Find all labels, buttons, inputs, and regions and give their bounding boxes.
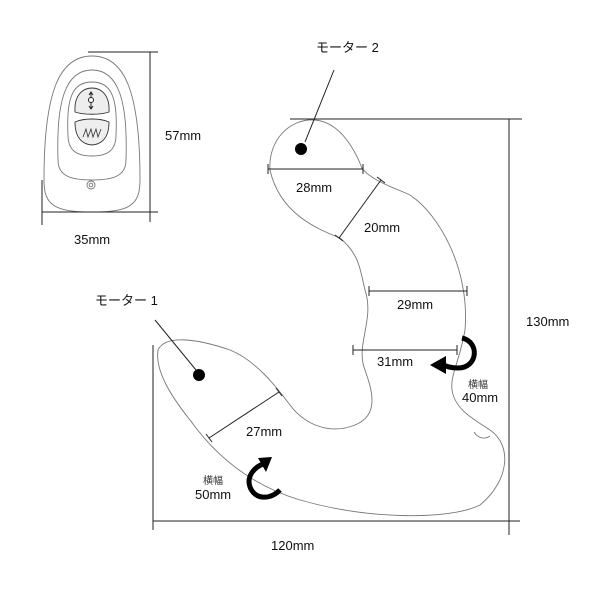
arrows-up-down-icon[interactable] [74,87,110,115]
power-button-icon[interactable] [86,180,96,190]
base-shaft-width-label: 31mm [377,354,413,369]
motor-1-label: モーター 1 [95,293,158,308]
remote-control [41,51,158,225]
overall-length-label: 120mm [271,538,314,553]
motor-2-dot [295,143,307,155]
rotation-lower-value: 50mm [195,487,231,502]
motor-2-label: モーター 2 [316,40,379,55]
head-width-label: 28mm [296,180,332,195]
shaft-width-label: 29mm [397,297,433,312]
lower-arm-width-label: 27mm [246,424,282,439]
rotation-upper-label: 横幅 [468,378,488,391]
remote-width-label: 35mm [74,232,110,247]
motor-1-leader [154,319,197,371]
motor-2-leader [304,69,335,143]
rotation-upper-value: 40mm [462,390,498,405]
rotation-lower-label: 横幅 [203,474,223,487]
product-outline [157,119,506,517]
rotate-arrow-lower-icon [246,457,282,500]
dimension-lines [152,118,522,535]
rotate-arrow-upper-icon [430,335,477,374]
neck-width-label: 20mm [364,220,400,235]
motor-1-dot [193,369,205,381]
wave-icon[interactable] [74,118,110,146]
product-button [473,431,491,439]
overall-height-label: 130mm [526,314,569,329]
remote-height-label: 57mm [165,128,201,143]
